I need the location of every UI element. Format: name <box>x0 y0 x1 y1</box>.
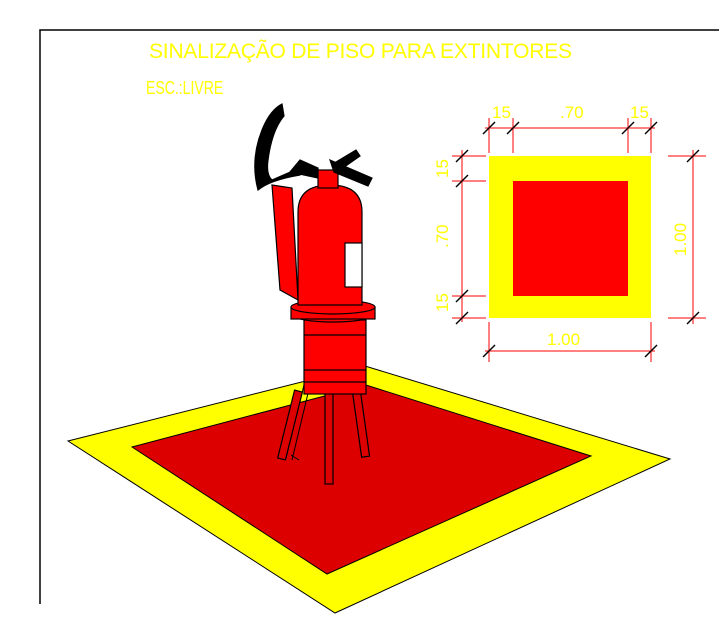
scale-note: ESC.:LIVRE <box>146 78 224 98</box>
page-title: SINALIZAÇÃO DE PISO PARA EXTINTORES <box>149 40 572 63</box>
dim-left-mid-label: .70 <box>433 224 452 248</box>
drawing-frame <box>39 29 719 604</box>
dim-top-mid-label: .70 <box>560 103 584 122</box>
dim-top-right-label: 15 <box>630 103 649 122</box>
fire-extinguisher-icon <box>254 103 376 485</box>
extinguisher-nozzle <box>271 184 299 302</box>
dimension-ticks <box>455 121 700 358</box>
dim-left-top-label: 15 <box>433 159 452 178</box>
dim-bottom-total-label: 1.00 <box>547 330 580 349</box>
plan-red-square <box>513 181 628 296</box>
dimension-lines <box>452 118 706 362</box>
extinguisher-hose <box>254 103 301 192</box>
floor-red-square <box>130 384 593 575</box>
dim-right-total-label: 1.00 <box>671 223 690 256</box>
extinguisher-label <box>344 242 363 288</box>
dim-left-bottom-label: 15 <box>433 293 452 312</box>
floor-marking-plan <box>489 156 651 318</box>
dim-top-left-label: 15 <box>492 103 511 122</box>
floor-marking-perspective <box>66 365 672 614</box>
extinguisher-stand <box>276 299 376 485</box>
